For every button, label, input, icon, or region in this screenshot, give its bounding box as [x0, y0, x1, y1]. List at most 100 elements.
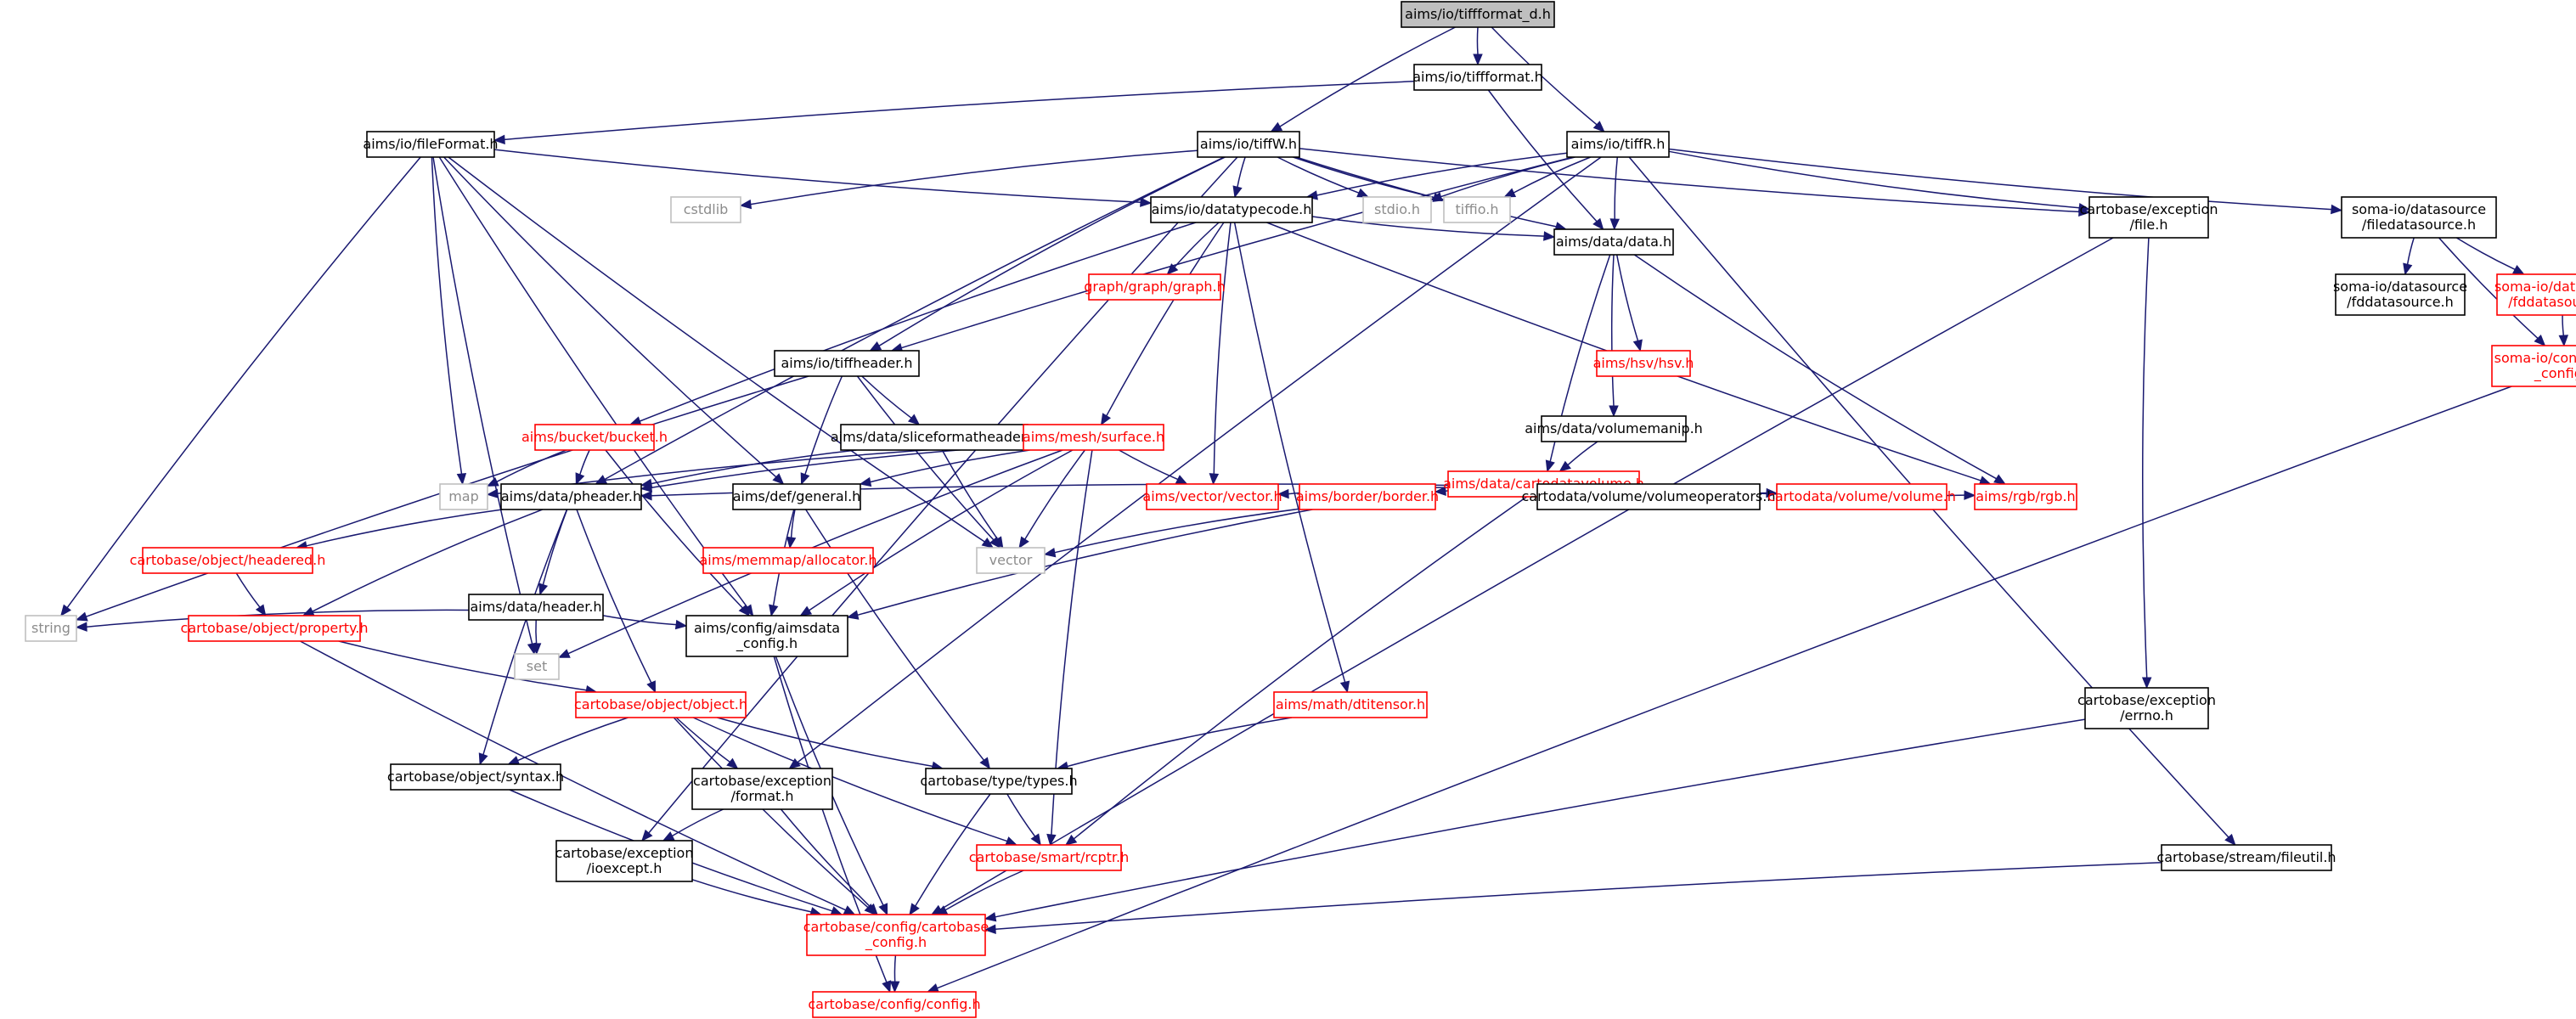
- node-label: cartobase/stream/fileutil.h: [2156, 849, 2336, 865]
- node-aims-io-fileformat-h[interactable]: aims/io/fileFormat.h: [363, 131, 499, 158]
- node-aims-config-aimsdata-config-h[interactable]: aims/config/aimsdata_config.h: [685, 615, 848, 657]
- edge-line: [496, 449, 567, 482]
- node-aims-memmap-allocator-h[interactable]: aims/memmap/allocator.h: [700, 547, 877, 574]
- node-tiffio-h[interactable]: tiffio.h: [1443, 196, 1511, 223]
- edge-line: [805, 509, 984, 761]
- node-graph-graph-graph-h[interactable]: graph/graph/graph.h: [1084, 273, 1226, 301]
- node-cartobase-exception-errno-h[interactable]: cartobase/exception/errno.h: [2077, 687, 2216, 729]
- node-label: aims/io/tiffformat_d.h: [1405, 6, 1551, 23]
- node-box: [925, 768, 1073, 795]
- edge-soma-io-datasource-filedatasource-h-to-soma-io-datasource-fddatasource-h: [2403, 237, 2415, 276]
- node-label: aims/io/tiffformat.h: [1412, 69, 1543, 85]
- node-soma-io-datasource-filedatasource-h[interactable]: soma-io/datasource/filedatasource.h: [2341, 196, 2497, 239]
- node-vector[interactable]: vector: [976, 547, 1046, 574]
- node-cartobase-object-syntax-h[interactable]: cartobase/object/syntax.h: [387, 763, 564, 791]
- node-string[interactable]: string: [25, 615, 77, 642]
- node-label: /fddatasource.h: [2347, 294, 2454, 310]
- node-aims-io-tiffformat-d-h[interactable]: aims/io/tiffformat_d.h: [1401, 1, 1555, 28]
- arrowhead-icon: [926, 983, 939, 993]
- arrowhead-icon: [2141, 677, 2152, 690]
- edge-line: [432, 156, 533, 645]
- node-aims-data-volumemanip-h[interactable]: aims/data/volumemanip.h: [1525, 415, 1703, 442]
- node-aims-data-data-h[interactable]: aims/data/data.h: [1553, 228, 1674, 256]
- node-cartobase-exception-file-h[interactable]: cartobase/exception/file.h: [2080, 196, 2218, 239]
- edge-line: [648, 156, 1238, 834]
- edge-soma-io-datasource-filedatasource-h-to-soma-io-config-soma-config-h: [2438, 237, 2546, 346]
- node-cartobase-config-config-h[interactable]: cartobase/config/config.h: [808, 991, 981, 1018]
- node-box: [575, 691, 747, 718]
- node-label: aims/io/tiffW.h: [1200, 136, 1297, 152]
- edge-line: [1067, 717, 1293, 768]
- node-label: cstdlib: [684, 201, 729, 217]
- node-aims-data-sliceformatheader-h[interactable]: aims/data/sliceformatheader.h: [831, 424, 1038, 451]
- node-cartobase-exception-format-h[interactable]: cartobase/exception/format.h: [691, 768, 833, 810]
- node-aims-def-general-h[interactable]: aims/def/general.h: [732, 483, 861, 510]
- node-cartobase-object-object-h[interactable]: cartobase/object/object.h: [574, 691, 747, 718]
- edge-aims-math-dtitensor-h-to-cartobase-type-types-h: [1056, 717, 1293, 771]
- node-set[interactable]: set: [514, 653, 560, 680]
- node-aims-data-pheader-h[interactable]: aims/data/pheader.h: [500, 483, 642, 510]
- edge-line: [750, 149, 1198, 205]
- arrowhead-icon: [909, 903, 920, 916]
- node-box: [2088, 196, 2209, 239]
- node-soma-io-datasource-fddatasource-h[interactable]: soma-io/datasource/fddatasource.h: [2494, 273, 2576, 316]
- node-label: /errno.h: [2120, 707, 2173, 723]
- node-cartobase-smart-rcptr-h[interactable]: cartobase/smart/rcptr.h: [969, 844, 1130, 871]
- node-label: map: [448, 488, 479, 504]
- node-label: aims/memmap/allocator.h: [700, 552, 877, 568]
- edge-aims-def-general-h-to-aims-memmap-allocator-h: [786, 509, 797, 549]
- arrowhead-icon: [641, 829, 653, 842]
- node-aims-io-datatypecode-h[interactable]: aims/io/datatypecode.h: [1150, 196, 1313, 223]
- node-aims-rgb-rgb-h[interactable]: aims/rgb/rgb.h: [1974, 483, 2077, 510]
- arrowhead-icon: [640, 482, 653, 493]
- node-box: [976, 844, 1122, 871]
- node-aims-border-border-h[interactable]: aims/border/border.h: [1296, 483, 1439, 510]
- arrowhead-icon: [1429, 192, 1443, 202]
- edge-aims-io-tiffw-h-to-cartobase-exception-ioexcept-h: [641, 156, 1238, 842]
- node-aims-vector-vector-h[interactable]: aims/vector/vector.h: [1142, 483, 1282, 510]
- edge-aims-mesh-surface-h-to-vector: [1018, 449, 1085, 549]
- node-cartobase-stream-fileutil-h[interactable]: cartobase/stream/fileutil.h: [2156, 844, 2336, 871]
- arrowhead-icon: [2077, 202, 2091, 213]
- node-cartodata-volume-volumeoperators-h[interactable]: cartodata/volume/volumeoperators.h: [1522, 483, 1776, 510]
- arrowhead-icon: [878, 903, 888, 916]
- node-box: [691, 768, 833, 810]
- node-cartodata-volume-volume-h[interactable]: cartodata/volume/volume.h: [1767, 483, 1956, 510]
- node-cartobase-exception-ioexcept-h[interactable]: cartobase/exception/ioexcept.h: [555, 840, 694, 882]
- node-soma-io-config-soma-config-h[interactable]: soma-io/config/soma_config.h: [2491, 345, 2576, 387]
- node-aims-io-tiffw-h[interactable]: aims/io/tiffW.h: [1197, 131, 1300, 158]
- node-aims-io-tiffformat-h[interactable]: aims/io/tiffformat.h: [1412, 64, 1543, 91]
- node-map[interactable]: map: [439, 483, 488, 510]
- node-cstdlib[interactable]: cstdlib: [670, 196, 741, 223]
- node-label: aims/border/border.h: [1296, 488, 1439, 504]
- node-aims-math-dtitensor-h[interactable]: aims/math/dtitensor.h: [1273, 691, 1428, 718]
- node-cartobase-type-types-h[interactable]: cartobase/type/types.h: [920, 768, 1078, 795]
- edge-line: [448, 156, 985, 543]
- edge-aims-data-pheader-h-to-cartobase-object-headered-h: [295, 509, 503, 551]
- edge-aims-border-border-h-to-aims-config-aimsdata-config-h: [846, 509, 1313, 620]
- node-stdio-h[interactable]: stdio.h: [1362, 196, 1432, 223]
- node-cartobase-object-headered-h[interactable]: cartobase/object/headered.h: [130, 547, 326, 574]
- node-aims-io-tiffr-h[interactable]: aims/io/tiffR.h: [1566, 131, 1670, 158]
- node-aims-bucket-bucket-h[interactable]: aims/bucket/bucket.h: [521, 424, 668, 451]
- arrowhead-icon: [869, 341, 882, 352]
- edge-line: [1279, 26, 1456, 127]
- edge-cartobase-object-object-h-to-cartobase-smart-rcptr-h: [692, 717, 1018, 846]
- node-box: [439, 483, 488, 510]
- arrowhead-icon: [1232, 185, 1243, 199]
- node-aims-hsv-hsv-h[interactable]: aims/hsv/hsv.h: [1593, 350, 1694, 377]
- node-soma-io-datasource-fddatasource-h[interactable]: soma-io/datasource/fddatasource.h: [2333, 273, 2467, 316]
- node-aims-mesh-surface-h[interactable]: aims/mesh/surface.h: [1023, 424, 1164, 451]
- node-cartobase-config-cartobase-config-h[interactable]: cartobase/config/cartobase_config.h: [803, 914, 989, 956]
- node-aims-io-tiffheader-h[interactable]: aims/io/tiffheader.h: [774, 350, 920, 377]
- arrowhead-icon: [75, 622, 87, 632]
- node-box: [806, 914, 986, 956]
- node-cartobase-object-property-h[interactable]: cartobase/object/property.h: [181, 615, 369, 642]
- edge-aims-io-datatypecode-h-to-graph-graph-graph-h: [1166, 222, 1220, 275]
- edge-aims-data-data-h-to-aims-hsv-hsv-h: [1615, 254, 1643, 352]
- edge-aims-bucket-bucket-h-to-map: [486, 449, 567, 487]
- edge-cartobase-config-cartobase-config-h-to-cartobase-config-config-h: [889, 954, 900, 994]
- arrowhead-icon: [75, 611, 88, 622]
- node-aims-data-header-h[interactable]: aims/data/header.h: [468, 594, 604, 621]
- node-box: [2161, 844, 2332, 871]
